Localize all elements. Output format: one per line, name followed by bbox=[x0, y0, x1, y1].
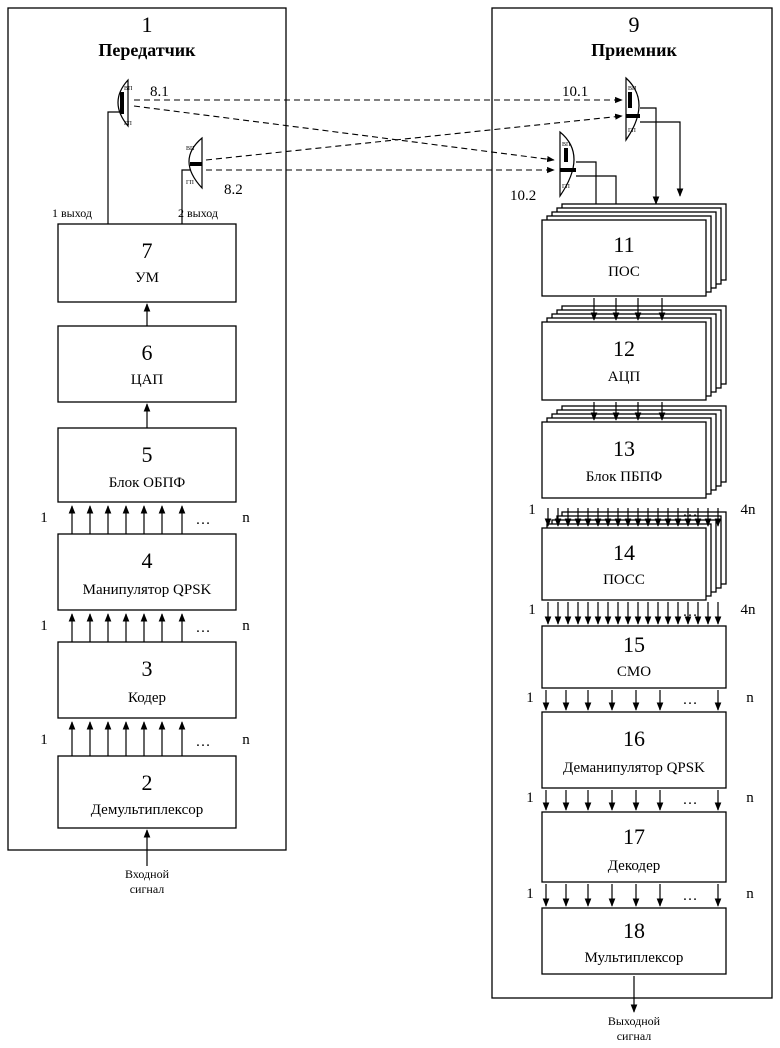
bus-dots: … bbox=[196, 620, 211, 636]
transmitter-title: Передатчик bbox=[98, 40, 196, 60]
block-18-name: Мультиплексор bbox=[585, 950, 684, 966]
block-7-name: УМ bbox=[135, 270, 159, 286]
antenna-mark-bottom: ГП bbox=[562, 184, 570, 190]
output-2-label: 2 выход bbox=[178, 206, 218, 220]
antenna-8-2: ВП ГП bbox=[186, 138, 202, 188]
input-label-1: Входной bbox=[125, 867, 170, 881]
bus-first-label: 1 bbox=[40, 732, 48, 748]
output-label-2: сигнал bbox=[617, 1029, 652, 1043]
block-16-name: Деманипулятор QPSK bbox=[563, 760, 705, 776]
block-11-number: 11 bbox=[613, 232, 634, 257]
bus-last-label: 4n bbox=[741, 502, 757, 518]
input-label-2: сигнал bbox=[130, 882, 165, 896]
antenna-8-1-label: 8.1 bbox=[150, 84, 169, 100]
block-15: 15 СМО bbox=[542, 626, 726, 688]
block-14-name: ПОСС bbox=[603, 572, 645, 588]
block-3-name: Кодер bbox=[128, 690, 166, 706]
output-1-label: 1 выход bbox=[52, 206, 92, 220]
antenna-10-2: ВП ГП bbox=[560, 132, 576, 196]
bus-last-label: n bbox=[242, 510, 250, 526]
antenna-mark-top: ВП bbox=[562, 142, 571, 148]
bus-last-label: n bbox=[746, 790, 754, 806]
bus-first-label: 1 bbox=[528, 502, 536, 518]
block-3-number: 3 bbox=[142, 656, 153, 681]
block-12-number: 12 bbox=[613, 336, 635, 361]
block-11-name: ПОС bbox=[608, 264, 640, 280]
block-17-name: Декодер bbox=[608, 858, 660, 874]
output-label-1: Выходной bbox=[608, 1014, 661, 1028]
block-2: 2 Демультиплексор bbox=[58, 756, 236, 828]
bus-dots: … bbox=[683, 792, 698, 808]
bus-dots: … bbox=[683, 604, 698, 620]
block-2-name: Демультиплексор bbox=[91, 802, 204, 818]
bus-dots: … bbox=[683, 692, 698, 708]
feed-10-1-b bbox=[640, 122, 680, 196]
antenna-mark-top: ВП bbox=[628, 86, 637, 92]
block-15-number: 15 bbox=[623, 632, 645, 657]
block-12: 12 АЦП bbox=[542, 322, 706, 400]
block-6: 6 ЦАП bbox=[58, 326, 236, 402]
block-18-number: 18 bbox=[623, 918, 645, 943]
bus-dots: … bbox=[683, 504, 698, 520]
block-16-number: 16 bbox=[623, 726, 645, 751]
bus-first-label: 1 bbox=[528, 602, 536, 618]
block-3: 3 Кодер bbox=[58, 642, 236, 718]
bus-last-label: 4n bbox=[741, 602, 757, 618]
block-18: 18 Мультиплексор bbox=[542, 908, 726, 974]
receiver-number: 9 bbox=[629, 12, 640, 37]
bus-dots: … bbox=[683, 888, 698, 904]
antenna-mark-bottom: ГП bbox=[124, 121, 132, 127]
block-16: 16 Деманипулятор QPSK bbox=[542, 712, 726, 788]
bus-last-label: n bbox=[746, 886, 754, 902]
block-5-number: 5 bbox=[142, 442, 153, 467]
block-4-number: 4 bbox=[142, 548, 153, 573]
block-17-number: 17 bbox=[623, 824, 645, 849]
block-13: 13 Блок ПБПФ bbox=[542, 422, 706, 498]
bus-first-label: 1 bbox=[526, 886, 534, 902]
block-11: 11 ПОС bbox=[542, 220, 706, 296]
block-12-name: АЦП bbox=[608, 369, 641, 385]
bus-dots: … bbox=[196, 512, 211, 528]
block-13-name: Блок ПБПФ bbox=[586, 469, 663, 485]
block-6-number: 6 bbox=[142, 340, 153, 365]
antenna-10-2-label: 10.2 bbox=[510, 188, 536, 204]
bus-last-label: n bbox=[242, 732, 250, 748]
block-7: 7 УМ bbox=[58, 224, 236, 302]
bus-last-label: n bbox=[242, 618, 250, 634]
bus-dots: … bbox=[196, 734, 211, 750]
antenna-10-1-label: 10.1 bbox=[562, 84, 588, 100]
block-5-name: Блок ОБПФ bbox=[109, 475, 186, 491]
block-15-name: СМО bbox=[617, 664, 651, 680]
bus-last-label: n bbox=[746, 690, 754, 706]
antenna-8-2-label: 8.2 bbox=[224, 182, 243, 198]
block-4-name: Манипулятор QPSK bbox=[83, 582, 212, 598]
block-6-name: ЦАП bbox=[131, 372, 164, 388]
block-7-number: 7 bbox=[142, 238, 153, 263]
bus-first-label: 1 bbox=[40, 510, 48, 526]
antenna-mark-bottom: ГП bbox=[186, 180, 194, 186]
block-4: 4 Манипулятор QPSK bbox=[58, 534, 236, 610]
transmitter-number: 1 bbox=[142, 12, 153, 37]
antenna-mark-bottom: ГП bbox=[628, 128, 636, 134]
block-14: 14 ПОСС bbox=[542, 528, 706, 600]
feed-line-1 bbox=[108, 112, 122, 224]
block-17: 17 Декодер bbox=[542, 812, 726, 882]
antenna-mark-top: ВП bbox=[124, 86, 133, 92]
block-5: 5 Блок ОБПФ bbox=[58, 428, 236, 502]
bus-first-label: 1 bbox=[40, 618, 48, 634]
bus-first-label: 1 bbox=[526, 790, 534, 806]
bus-first-label: 1 bbox=[526, 690, 534, 706]
block-2-number: 2 bbox=[142, 770, 153, 795]
antenna-10-1: ВП ГП bbox=[626, 78, 640, 140]
block-13-number: 13 bbox=[613, 436, 635, 461]
antenna-8-1: ВП ГП bbox=[118, 80, 133, 127]
antenna-mark-top: ВП bbox=[186, 146, 195, 152]
receiver-title: Приемник bbox=[591, 40, 677, 60]
block-14-number: 14 bbox=[613, 540, 635, 565]
